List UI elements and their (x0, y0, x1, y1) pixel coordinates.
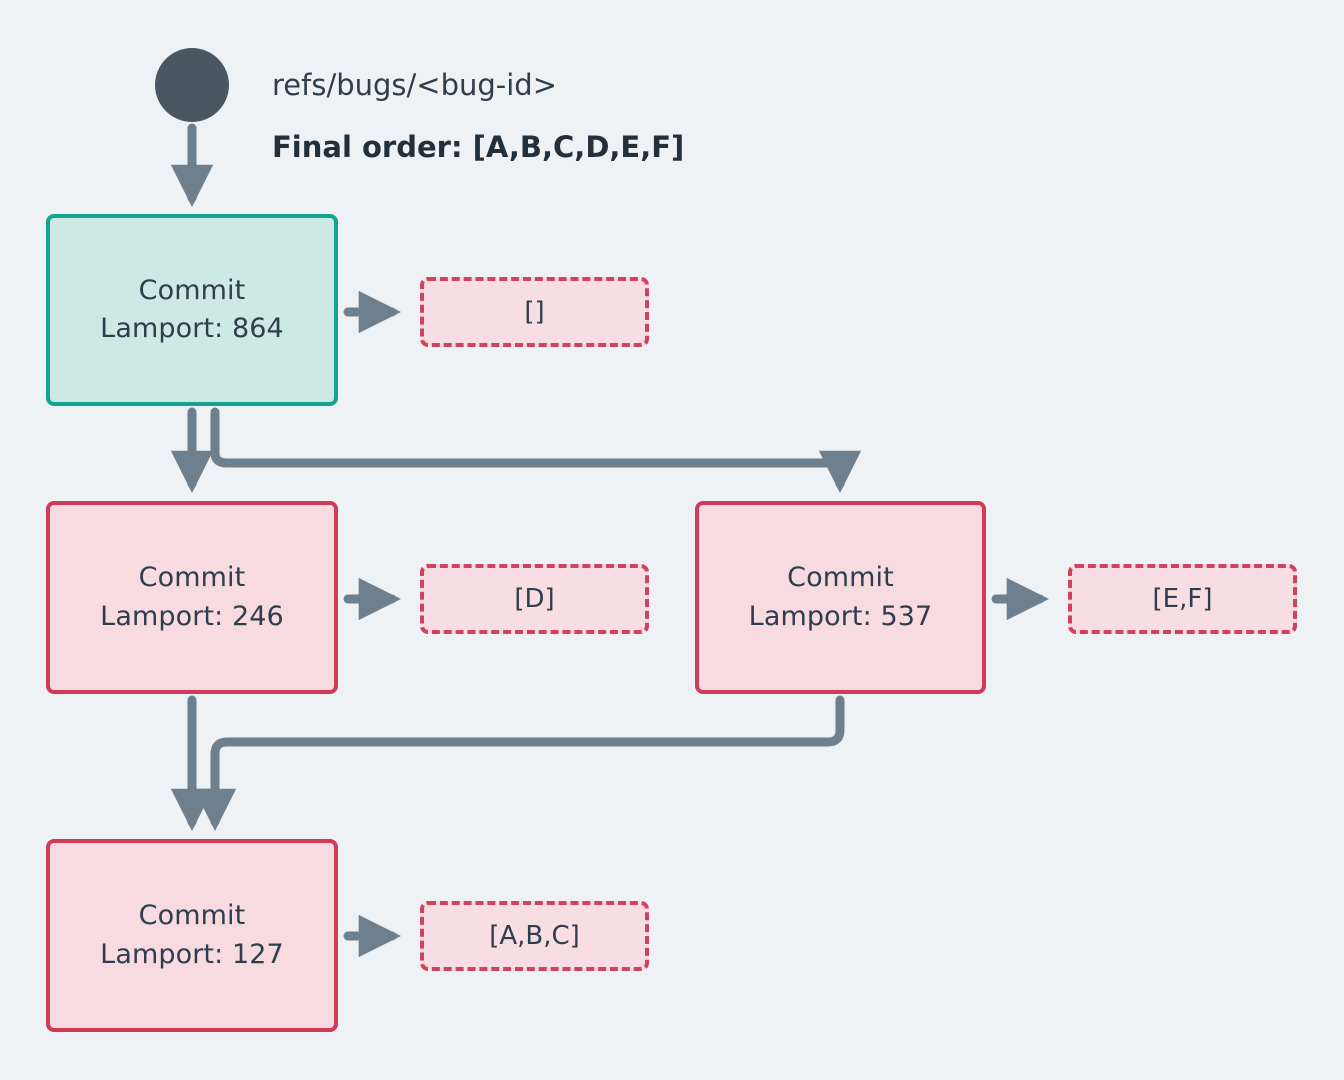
final-order-label: Final order: [A,B,C,D,E,F] (272, 130, 685, 164)
commit-node-127[interactable]: Commit Lamport: 127 (46, 839, 338, 1032)
commit-node-lamport: Lamport: 864 (100, 313, 284, 344)
commit-node-lamport: Lamport: 246 (100, 600, 284, 632)
commit-node-title: Commit (138, 274, 246, 306)
commit-node-lamport: Lamport: 127 (100, 938, 284, 970)
buffer-box-127[interactable]: [A,B,C] (420, 901, 649, 971)
ref-label: refs/bugs/<bug-id> (272, 68, 558, 102)
commit-node-lamport: Lamport: 537 (748, 600, 933, 632)
commit-node-537[interactable]: Commit Lamport: 537 (695, 501, 986, 694)
edge-864-to-537 (210, 407, 862, 493)
commit-node-title: Commit (138, 900, 246, 932)
buffer-box-246[interactable]: [D] (420, 564, 649, 634)
edge-537-to-127 (193, 695, 845, 831)
commit-node-title: Commit (787, 562, 894, 594)
commit-node-246[interactable]: Commit Lamport: 246 (46, 501, 338, 694)
commit-node-864[interactable]: Commit Lamport: 864 (46, 214, 338, 406)
commit-node-title: Commit (138, 562, 246, 594)
buffer-box-864[interactable]: [] (420, 277, 649, 347)
start-dot (155, 48, 229, 122)
buffer-box-537[interactable]: [E,F] (1068, 564, 1297, 634)
